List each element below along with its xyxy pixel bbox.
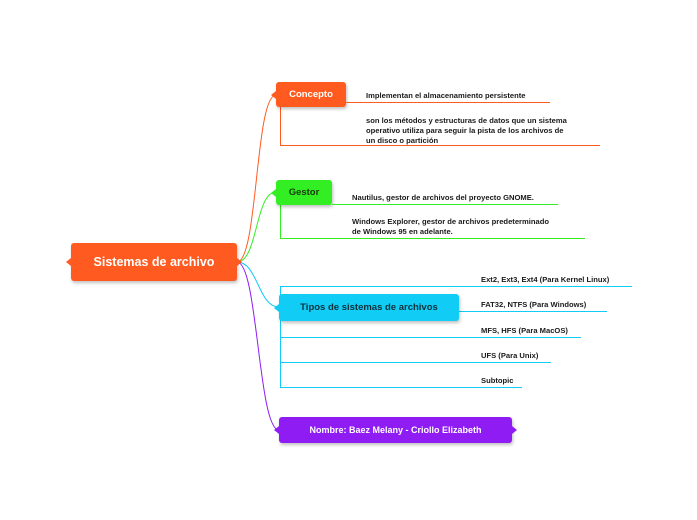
collapse-icon[interactable] — [274, 426, 279, 434]
tipos-item-5[interactable]: Subtopic — [481, 376, 514, 385]
topic-label: Gestor — [288, 187, 320, 198]
tipos-item-1[interactable]: Ext2, Ext3, Ext4 (Para Kernel Linux) — [481, 275, 610, 284]
topic-gestor[interactable]: Gestor — [271, 180, 332, 205]
tipos-item-3[interactable]: MFS, HFS (Para MacOS) — [481, 326, 568, 335]
topic-label: Concepto — [289, 89, 333, 100]
topic-concepto[interactable]: Concepto — [271, 82, 346, 107]
tipos-item-4[interactable]: UFS (Para Unix) — [481, 351, 539, 360]
text-line: Windows Explorer, gestor de archivos pre… — [352, 217, 549, 226]
concepto-item-1[interactable]: Implementan el almacenamiento persistent… — [366, 91, 526, 100]
gestor-item-2[interactable]: Windows Explorer, gestor de archivos pre… — [352, 217, 549, 237]
topic-label: Nombre: Baez Melany - Criollo Elizabeth — [309, 425, 482, 435]
leaf-underline — [280, 387, 522, 388]
topic-tipos[interactable]: Tipos de sistemas de archivos — [274, 294, 459, 321]
text-line: operativo utiliza para seguir la pista d… — [366, 126, 564, 135]
leaf-underline — [280, 362, 551, 363]
gestor-item-1[interactable]: Nautilus, gestor de archivos del proyect… — [352, 193, 534, 202]
branch-line — [280, 286, 281, 387]
topic-label: Tipos de sistemas de archivos — [300, 302, 438, 313]
leaf-underline — [280, 286, 632, 287]
leaf-underline — [280, 238, 585, 239]
expand-icon[interactable] — [512, 426, 517, 434]
root-label: Sistemas de archivo — [93, 255, 215, 269]
leaf-underline — [280, 337, 581, 338]
branch-line — [280, 205, 281, 238]
text-line: un disco o partición — [366, 136, 439, 145]
collapse-icon[interactable] — [274, 303, 279, 312]
collapse-left-icon[interactable] — [66, 258, 71, 266]
text-line: de Windows 95 en adelante. — [352, 227, 453, 236]
leaf-underline — [346, 102, 550, 103]
leaf-underline — [459, 311, 607, 312]
leaf-underline — [332, 204, 558, 205]
text-line: son los métodos y estructuras de datos q… — [366, 116, 567, 125]
leaf-underline — [280, 145, 600, 146]
collapse-right-icon[interactable] — [237, 258, 242, 266]
branch-line — [280, 107, 281, 145]
collapse-icon[interactable] — [271, 90, 276, 99]
topic-nombre[interactable]: Nombre: Baez Melany - Criollo Elizabeth — [274, 417, 517, 443]
root-topic[interactable]: Sistemas de archivo — [66, 243, 242, 281]
concepto-item-2[interactable]: son los métodos y estructuras de datos q… — [366, 116, 567, 146]
tipos-item-2[interactable]: FAT32, NTFS (Para Windows) — [481, 300, 587, 309]
collapse-icon[interactable] — [271, 188, 276, 197]
